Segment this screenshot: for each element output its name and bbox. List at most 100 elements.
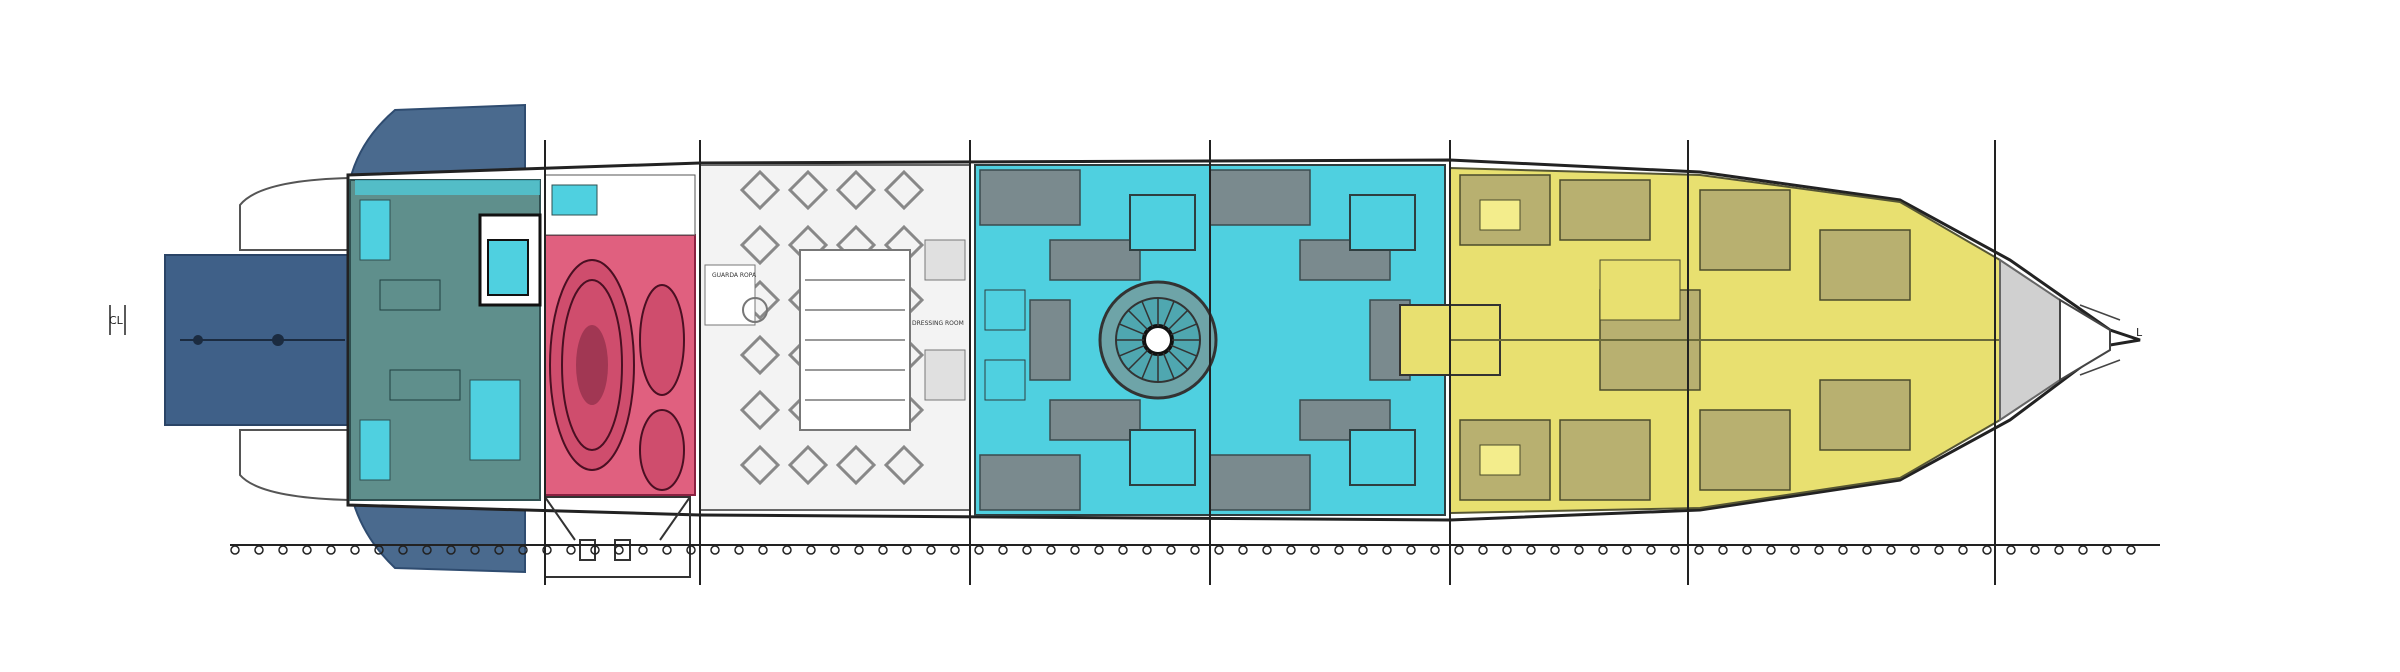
frame-marker [878, 545, 888, 555]
floor-diamond [739, 444, 781, 486]
floor-diamond [739, 169, 781, 211]
frame-marker [1094, 545, 1104, 555]
spiral-staircase [1098, 280, 1218, 400]
frame-marker [518, 545, 528, 555]
frame-marker [974, 545, 984, 555]
frame-marker [566, 545, 576, 555]
frame-baseline [230, 544, 2160, 555]
frame-marker [2006, 545, 2016, 555]
frame-marker [1694, 545, 1704, 555]
frame-marker [734, 545, 744, 555]
frame-marker [1718, 545, 1728, 555]
frame-marker [494, 545, 504, 555]
frame-marker [1430, 545, 1440, 555]
room-label-guarda-ropa: GUARDA ROPA [712, 272, 757, 279]
floor-diamond [787, 444, 829, 486]
frame-marker [1262, 545, 1272, 555]
frame-marker [1406, 545, 1416, 555]
forepeak [1999, 258, 2121, 422]
frame-marker [590, 545, 600, 555]
frame-marker [1382, 545, 1392, 555]
floor-diamond [883, 444, 925, 486]
frame-marker [638, 545, 648, 555]
frame-stations [544, 140, 1996, 585]
stair-tread [1141, 352, 1154, 380]
frame-marker [1574, 545, 1584, 555]
frame-marker [1142, 545, 1152, 555]
floor-diamond [739, 224, 781, 266]
frame-marker [326, 545, 336, 555]
frame-marker [470, 545, 480, 555]
floor-diamond [739, 389, 781, 431]
floor-diamond [787, 169, 829, 211]
frame-marker [1934, 545, 1944, 555]
frame-marker [398, 545, 408, 555]
frame-marker [854, 545, 864, 555]
tender-garage-zone [544, 174, 696, 496]
aft-platform [164, 103, 526, 574]
frame-marker [1286, 545, 1296, 555]
frame-marker [254, 545, 264, 555]
stair-tread [1170, 323, 1198, 336]
frame-marker [758, 545, 768, 555]
frame-marker [2030, 545, 2040, 555]
frame-marker [302, 545, 312, 555]
centerline-label: CL [109, 314, 124, 327]
room-label-dressing-room: DRESSING ROOM [912, 320, 964, 327]
frame-marker [1862, 545, 1872, 555]
frame-marker [950, 545, 960, 555]
frame-marker [1070, 545, 1080, 555]
frame-marker [1310, 545, 1320, 555]
service-area-zone: GUARDA ROPA DRESSING ROOM [699, 164, 971, 511]
frame-marker [710, 545, 720, 555]
stair-tread [1170, 344, 1198, 357]
frame-marker [2078, 545, 2088, 555]
frame-marker [1502, 545, 1512, 555]
frame-marker [1118, 545, 1128, 555]
stair-tread [1127, 349, 1149, 371]
frame-marker [1358, 545, 1368, 555]
floor-diamond [835, 169, 877, 211]
stair-tread [1162, 352, 1175, 380]
frame-marker [2102, 545, 2112, 555]
frame-marker [1982, 545, 1992, 555]
frame-marker [2126, 545, 2136, 555]
frame-marker [686, 545, 696, 555]
frame-marker [662, 545, 672, 555]
frame-marker [1598, 545, 1608, 555]
frame-marker [1166, 545, 1176, 555]
frame-marker [1646, 545, 1656, 555]
frame-marker [230, 545, 240, 555]
frame-marker [1814, 545, 1824, 555]
stair-tread [1127, 309, 1149, 331]
frame-marker [1742, 545, 1752, 555]
frame-marker [614, 545, 624, 555]
centerline-mark: CL [109, 305, 126, 335]
frame-marker [446, 545, 456, 555]
frame-marker [1334, 545, 1344, 555]
frame-marker [1886, 545, 1896, 555]
frame-marker [1022, 545, 1032, 555]
frame-marker [278, 545, 288, 555]
frame-marker [830, 545, 840, 555]
frame-marker [1046, 545, 1056, 555]
frame-marker [542, 545, 552, 555]
floor-diamond [883, 169, 925, 211]
frame-marker [422, 545, 432, 555]
frame-marker [1958, 545, 1968, 555]
frame-marker [902, 545, 912, 555]
frame-marker [350, 545, 360, 555]
frame-marker [926, 545, 936, 555]
frame-marker [2054, 545, 2064, 555]
frame-marker [1790, 545, 1800, 555]
frame-marker [374, 545, 384, 555]
frame-marker [1214, 545, 1224, 555]
frame-marker [806, 545, 816, 555]
frame-marker [998, 545, 1008, 555]
frame-marker [1550, 545, 1560, 555]
crew-area-zone [1399, 166, 2001, 515]
frame-marker [1670, 545, 1680, 555]
floor-diamond [739, 334, 781, 376]
stair-tread [1167, 349, 1189, 371]
stair-tread [1118, 344, 1146, 357]
